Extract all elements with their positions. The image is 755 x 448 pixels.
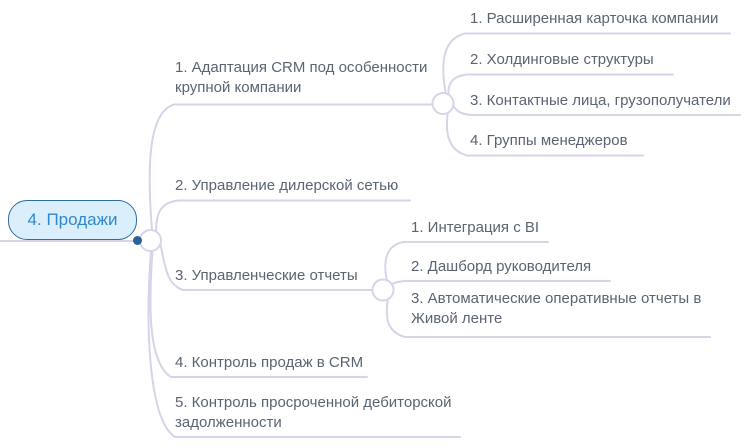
branch-1-child-4-label[interactable]: 4. Группы менеджеров: [470, 132, 628, 149]
edge-branch-4: [149, 249, 368, 378]
branch-1-child-3-label[interactable]: 3. Контактные лица, грузополучатели: [470, 92, 731, 109]
edge-branch-3-child-2: [391, 280, 611, 285]
branch-5-label[interactable]: 5. Контроль просроченной дебиторской зад…: [175, 394, 452, 431]
root-collapse-toggle[interactable]: [139, 229, 162, 252]
edge-branch-1-child-3: [452, 105, 741, 116]
branch-3-label[interactable]: 3. Управленческие отчеты: [175, 267, 358, 284]
branch-3-child-2-label[interactable]: 2. Дашборд руководителя: [411, 258, 592, 275]
edge-branch-3-child-3: [385, 297, 711, 338]
branch-1-collapse-toggle[interactable]: [431, 92, 455, 115]
edge-branch-3: [159, 242, 373, 291]
branch-1-child-1-label[interactable]: 1. Расширенная карточка компании: [470, 10, 719, 27]
root-node-label: 4. Продажи: [27, 210, 118, 229]
edge-branch-1-child-4: [445, 110, 644, 157]
edge-branch-3-child-1: [384, 241, 549, 282]
edge-branch-1: [148, 103, 433, 231]
branch-3-child-1-label[interactable]: 1. Интеграция с BI: [411, 219, 540, 236]
branch-4-label[interactable]: 4. Контроль продаж в CRM: [175, 354, 364, 371]
root-connector-dot: [133, 236, 142, 245]
branch-1-label[interactable]: 1. Адаптация CRM под особенности крупной…: [175, 59, 428, 96]
root-node[interactable]: 4. Продажи: [8, 200, 137, 240]
branch-3-child-3-label[interactable]: 3. Автоматические оперативные отчеты в Ж…: [411, 290, 702, 327]
edge-branch-2: [155, 199, 411, 233]
branch-3-collapse-toggle[interactable]: [371, 278, 395, 302]
branch-1-child-2-label[interactable]: 2. Холдинговые структуры: [470, 51, 654, 68]
edge-branch-1-child-1: [442, 32, 731, 96]
edge-branch-5: [147, 250, 461, 438]
edge-branch-1-child-2: [447, 73, 674, 97]
branch-2-label[interactable]: 2. Управление дилерской сетью: [175, 177, 399, 194]
